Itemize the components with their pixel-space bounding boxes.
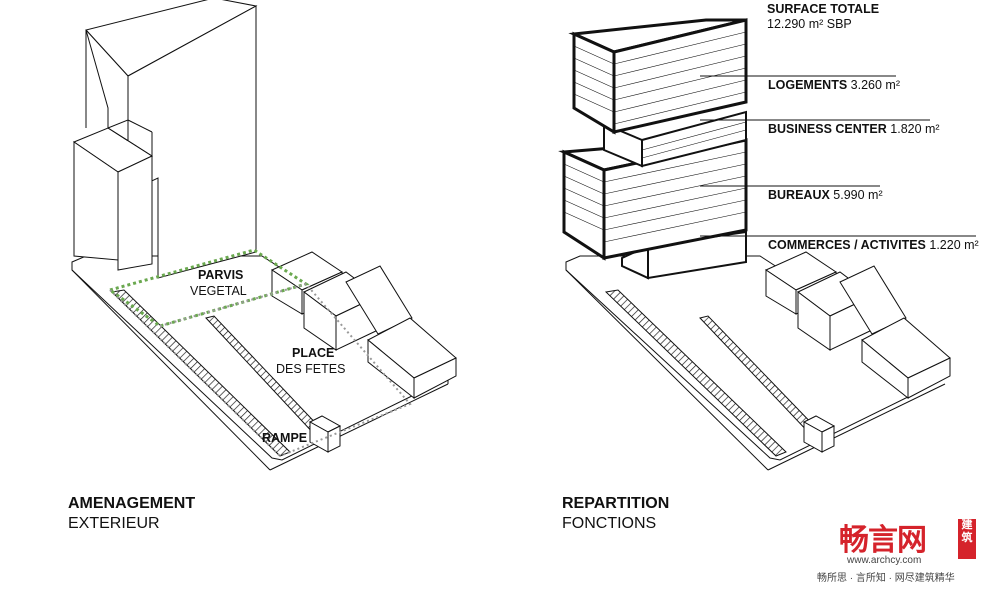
rampe-label: RAMPE: [262, 431, 308, 445]
total-title: SURFACE TOTALE: [767, 2, 880, 16]
block-logements: [568, 18, 748, 135]
left-caption: AMENAGEMENT EXTERIEUR: [68, 494, 195, 534]
left-houses: [270, 251, 457, 400]
commerces-area: 1.220 m²: [929, 238, 979, 252]
watermark-logo: 畅言网 建筑 www.archcy.com 畅所思 · 言所知 · 网尽建筑精华: [817, 513, 982, 585]
right-caption-subtitle: FONCTIONS: [562, 515, 657, 532]
left-ramp-1: [110, 289, 291, 457]
watermark-slogan: 畅所思 · 言所知 · 网尽建筑精华: [817, 573, 955, 584]
business-center-name: BUSINESS CENTER: [768, 122, 887, 136]
bureaux-area: 5.990 m²: [833, 188, 883, 202]
watermark-url: www.archcy.com: [847, 555, 922, 566]
logements-area: 3.260 m²: [850, 78, 900, 92]
leader-lines: [700, 75, 976, 237]
left-caption-subtitle: EXTERIEUR: [68, 515, 160, 532]
parvis-label-subtitle: VEGETAL: [190, 284, 247, 298]
logements-name: LOGEMENTS: [768, 78, 848, 92]
left-tower: [72, 0, 258, 279]
bureaux-name: BUREAUX: [768, 188, 830, 202]
function-tower: [558, 18, 976, 280]
parvis-label-title: PARVIS: [198, 268, 244, 282]
commerces-name: COMMERCES / ACTIVITES: [768, 238, 926, 252]
left-caption-title: AMENAGEMENT: [68, 495, 196, 512]
function-logements: LOGEMENTS 3.260 m²: [768, 78, 900, 93]
watermark-brand: 畅言网: [839, 524, 927, 557]
place-label-subtitle: DES FETES: [276, 362, 346, 376]
right-site-plan: [565, 251, 951, 471]
right-ramp-1: [604, 289, 787, 457]
total-value: 12.290 m² SBP: [767, 17, 852, 31]
block-business-center: [603, 110, 747, 168]
place-label-title: PLACE: [292, 346, 335, 360]
business-center-area: 1.820 m²: [890, 122, 940, 136]
right-houses: [764, 251, 951, 400]
right-caption-title: REPARTITION: [562, 495, 670, 512]
function-bureaux: BUREAUX 5.990 m²: [768, 188, 883, 203]
watermark-badge: 建筑: [958, 519, 976, 559]
function-business-center: BUSINESS CENTER 1.820 m²: [768, 122, 940, 137]
right-caption: REPARTITION FONCTIONS: [562, 494, 669, 534]
function-commerces: COMMERCES / ACTIVITES 1.220 m²: [768, 238, 979, 253]
place-outline: [109, 282, 412, 457]
left-site-plan: [71, 0, 457, 471]
